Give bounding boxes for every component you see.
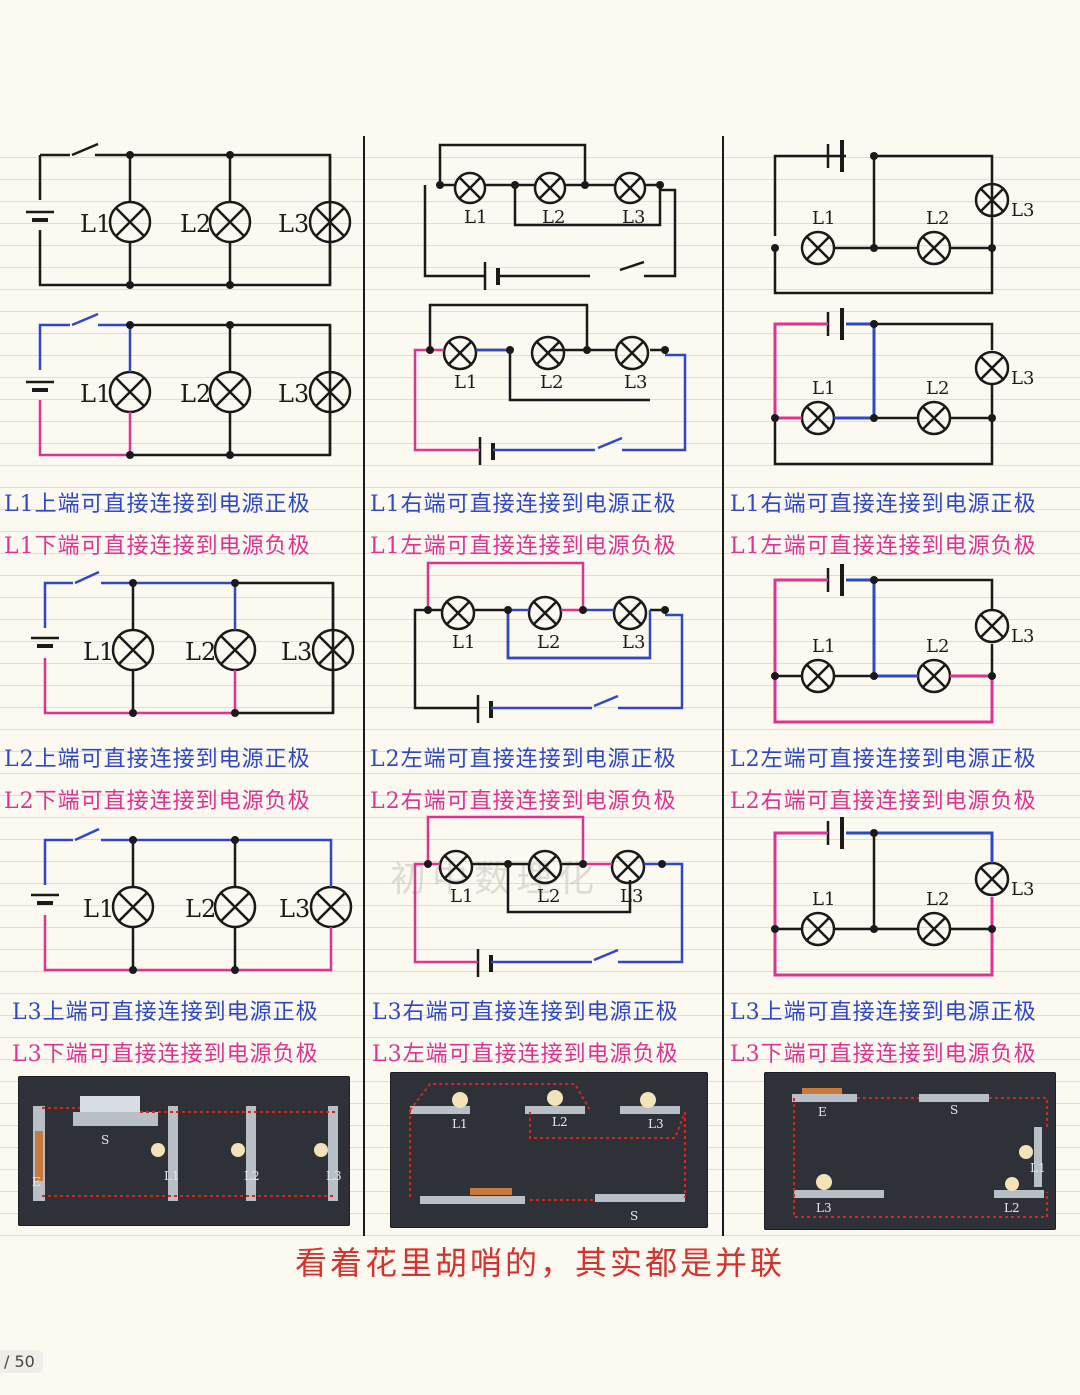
caption-positive: L3上端可直接连接到电源正极 [730, 1000, 1037, 1025]
caption-negative: L3左端可直接连接到电源负极 [372, 1042, 679, 1067]
column-divider-1 [363, 136, 365, 1236]
ruled-paper-background [0, 136, 1080, 1236]
caption-positive: L1右端可直接连接到电源正极 [370, 492, 677, 517]
lamp-label: L1 [812, 636, 835, 657]
col1-diagram-l2: L1 L2 L3 [25, 568, 360, 718]
photo-label-switch: S [950, 1103, 958, 1117]
lamp-label: L3 [622, 207, 645, 228]
col1-diagram-basic: L1 L2 L3 [20, 140, 360, 290]
lamp-label: L2 [180, 210, 211, 238]
photo-label-l2: L2 [244, 1169, 260, 1183]
lamp-label: L3 [1011, 626, 1034, 647]
lamp-label: L1 [450, 886, 473, 907]
lamp-label: L3 [622, 632, 645, 653]
col1-diagram-l1: L1 L2 L3 [20, 310, 360, 460]
lamp-label: L2 [926, 636, 949, 657]
lamp-label: L2 [537, 632, 560, 653]
lamp-label: L2 [185, 895, 216, 923]
caption-positive: L3右端可直接连接到电源正极 [372, 1000, 679, 1025]
caption-positive: L1右端可直接连接到电源正极 [730, 492, 1037, 517]
lamp-label: L3 [1011, 368, 1034, 389]
photo-label-l3: L3 [816, 1201, 832, 1215]
lamp-label: L1 [812, 208, 835, 229]
caption-positive: L2左端可直接连接到电源正极 [730, 747, 1037, 772]
col3-circuit-photo: E S L3 L2 L1 [764, 1072, 1056, 1230]
lamp-label: L2 [180, 380, 211, 408]
photo-label-l1: L1 [452, 1117, 468, 1131]
lamp-label: L3 [278, 380, 309, 408]
lamp-label: L1 [812, 889, 835, 910]
photo-label-l1: L1 [164, 1169, 180, 1183]
caption-positive: L2左端可直接连接到电源正极 [370, 747, 677, 772]
lamp-label: L1 [80, 210, 111, 238]
lamp-label: L2 [542, 207, 565, 228]
photo-label-l3: L3 [326, 1169, 342, 1183]
lamp-label: L2 [185, 638, 216, 666]
lamp-label: L3 [624, 372, 647, 393]
photo-label-l2: L2 [552, 1115, 568, 1129]
lamp-label: L3 [1011, 879, 1034, 900]
summary-note: 看着花里胡哨的，其实都是并联 [294, 1244, 785, 1282]
lamp-label: L1 [464, 207, 487, 228]
photo-label-l1: L1 [1030, 1161, 1046, 1175]
lamp-label: L2 [926, 208, 949, 229]
col3-diagram-l1: L1 L2 L3 [770, 306, 1060, 471]
lamp-label: L1 [80, 380, 111, 408]
lamp-label: L1 [83, 638, 114, 666]
col3-diagram-basic: L1 L2 L3 [770, 138, 1060, 298]
lamp-label: L3 [281, 638, 312, 666]
caption-positive: L3上端可直接连接到电源正极 [12, 1000, 319, 1025]
caption-negative: L3下端可直接连接到电源负极 [12, 1042, 319, 1067]
caption-negative: L1下端可直接连接到电源负极 [4, 534, 311, 559]
col2-diagram-basic: L1 L2 L3 [410, 140, 700, 300]
col2-diagram-l2: L1 L2 L3 [400, 558, 700, 733]
lamp-label: L3 [1011, 200, 1034, 221]
col2-diagram-l3: L1 L2 L3 [400, 812, 700, 987]
lamp-label: L2 [537, 886, 560, 907]
lamp-label: L2 [926, 889, 949, 910]
photo-label-switch: S [630, 1209, 638, 1223]
photo-label-l3: L3 [648, 1117, 664, 1131]
lamp-label: L1 [83, 895, 114, 923]
caption-negative: L1左端可直接连接到电源负极 [370, 534, 677, 559]
col1-circuit-photo: S E L1 L2 L3 [18, 1076, 350, 1226]
caption-negative: L3下端可直接连接到电源负极 [730, 1042, 1037, 1067]
lamp-label: L1 [812, 378, 835, 399]
caption-positive: L1上端可直接连接到电源正极 [4, 492, 311, 517]
column-divider-2 [722, 136, 724, 1236]
caption-positive: L2上端可直接连接到电源正极 [4, 747, 311, 772]
caption-negative: L2右端可直接连接到电源负极 [370, 789, 677, 814]
caption-negative: L2右端可直接连接到电源负极 [730, 789, 1037, 814]
photo-label-switch: S [101, 1133, 109, 1147]
lamp-label: L2 [540, 372, 563, 393]
lamp-label: L3 [278, 210, 309, 238]
photo-label-l2: L2 [1004, 1201, 1020, 1215]
lamp-label: L2 [926, 378, 949, 399]
photo-label-source: E [32, 1175, 41, 1189]
col3-diagram-l3: L1 L2 L3 [770, 815, 1060, 980]
lamp-label: L1 [452, 632, 475, 653]
photo-label-source: E [818, 1105, 827, 1119]
lamp-label: L3 [279, 895, 310, 923]
col3-diagram-l2: L1 L2 L3 [770, 562, 1060, 727]
caption-negative: L2下端可直接连接到电源负极 [4, 789, 311, 814]
caption-negative: L1左端可直接连接到电源负极 [730, 534, 1037, 559]
col2-circuit-photo: L1 L2 L3 S [390, 1072, 708, 1228]
col2-diagram-l1: L1 L2 L3 [400, 300, 700, 475]
lamp-label: L3 [620, 886, 643, 907]
lamp-label: L1 [454, 372, 477, 393]
col1-diagram-l3: L1 L2 L3 [25, 825, 360, 975]
page-indicator: / 50 [0, 1350, 43, 1373]
